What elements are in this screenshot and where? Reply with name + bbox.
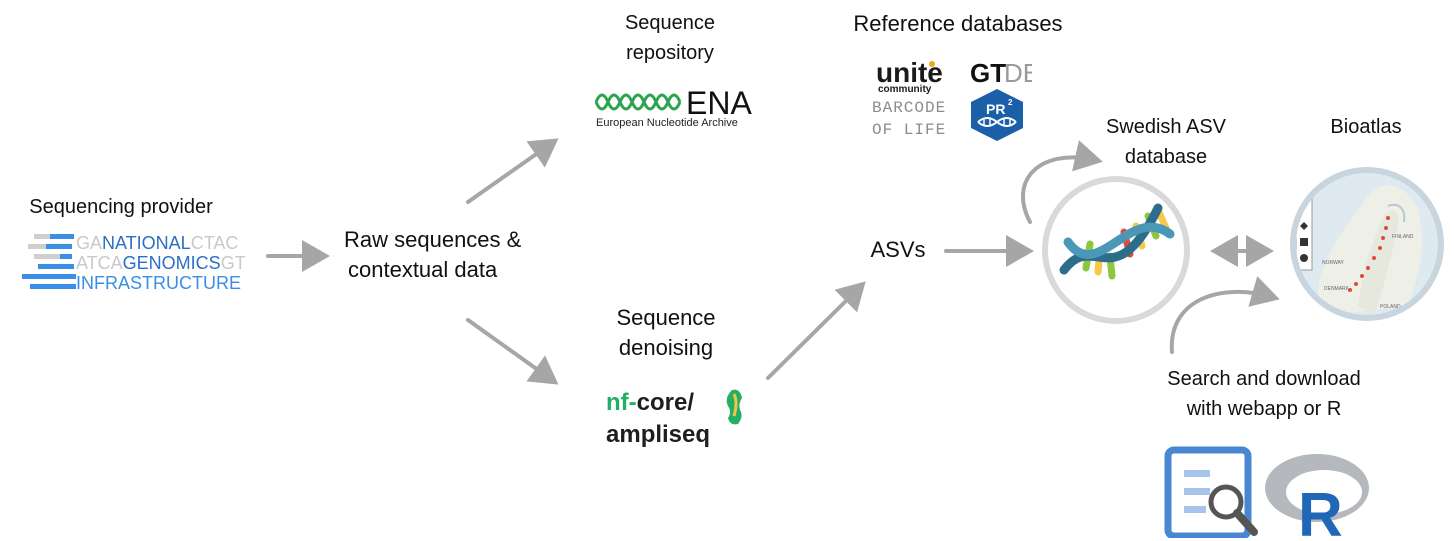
asvs-label: ASVs — [870, 237, 926, 262]
reference-databases-label: Reference databases — [853, 11, 1063, 36]
swedish-asv-label-line2: database — [1124, 146, 1208, 168]
unite-sub: community — [878, 84, 932, 94]
r-letter: R — [1298, 481, 1343, 540]
gtdb-bold: GT — [970, 58, 1006, 88]
ngi-line1-prefix: GA — [76, 233, 102, 253]
arrow-raw-to-ena — [466, 138, 559, 204]
pr2-sup: 2 — [1008, 98, 1013, 107]
svg-text:ATCAGENOMICSGT: ATCAGENOMICSGT — [76, 253, 246, 273]
raw-sequences-label-line2: contextual data — [348, 257, 498, 282]
nfcore-main: core/ — [637, 389, 695, 416]
unite-logo: unite community — [876, 57, 943, 94]
ena-logo: ENA European Nucleotide Archive — [594, 85, 752, 129]
ngi-line3-main: INFRASTRUCTURE — [76, 273, 241, 293]
map-label-poland: POLAND — [1380, 304, 1401, 310]
ngi-logo: GANATIONALCTAC ATCAGENOMICSGT INFRASTRUC… — [22, 233, 246, 293]
ngi-line2-main: GENOMICS — [123, 253, 221, 273]
nfcore-prefix: nf- — [606, 389, 637, 416]
pr2-logo: PR 2 — [971, 89, 1023, 141]
raw-sequences-label-line1: Raw sequences & — [344, 227, 522, 252]
dna-database-icon — [1042, 176, 1190, 324]
ngi-line2-prefix: ATCA — [76, 253, 123, 273]
ngi-line1-main: NATIONAL — [102, 233, 191, 253]
map-label-finland: FINLAND — [1392, 234, 1414, 240]
arrow-raw-to-denoising — [466, 318, 559, 385]
ngi-line2-suffix: GT — [221, 253, 246, 273]
bioatlas-label: Bioatlas — [1330, 116, 1402, 138]
search-download-label-line1: Search and download — [1167, 368, 1361, 390]
pr2-name: PR — [986, 101, 1005, 117]
ena-name: ENA — [686, 85, 752, 121]
svg-text:INFRASTRUCTURE: INFRASTRUCTURE — [76, 273, 241, 293]
sequence-repository-label-line2: repository — [626, 42, 714, 64]
arrow-search-to-bioatlas — [1169, 276, 1280, 354]
webapp-search-icon — [1164, 446, 1258, 538]
nfcore-wordmark: nf-core/ — [606, 389, 694, 416]
nf-core-ampliseq-logo: nf-core/ ampliseq — [606, 389, 742, 448]
apple-core-icon — [726, 389, 742, 425]
arrow-denoising-to-asvs — [766, 281, 866, 380]
sequence-denoising-label-line2: denoising — [618, 335, 714, 360]
arrow-reference-to-db — [1021, 140, 1103, 224]
sequencing-provider-label: Sequencing provider — [29, 196, 213, 218]
map-label-norway: NORWAY — [1322, 260, 1345, 266]
sequence-repository-label-line1: Sequence — [624, 12, 716, 34]
gtdb-logo: GT DB — [970, 58, 1032, 88]
bold-line1: BARCODE — [872, 99, 946, 117]
bioatlas-map-icon: FINLAND NORWAY DENMARK POLAND ✕ — [1290, 167, 1444, 321]
map-label-denmark: DENMARK — [1324, 286, 1350, 292]
search-download-label-line2: with webapp or R — [1186, 398, 1342, 420]
gtdb-light: DB — [1004, 58, 1032, 88]
map-draw-rect-icon — [1300, 238, 1308, 246]
swedish-asv-label-line1: Swedish ASV — [1105, 116, 1227, 138]
barcode-of-life-logo: BARCODE OF LIFE — [872, 99, 946, 138]
sequence-denoising-label-line1: Sequence — [616, 305, 716, 330]
ena-subtitle: European Nucleotide Archive — [596, 117, 738, 129]
svg-text:GANATIONALCTAC: GANATIONALCTAC — [76, 233, 238, 253]
ampliseq-name: ampliseq — [606, 421, 710, 448]
map-draw-circle-icon — [1300, 254, 1308, 262]
ngi-line1-suffix: CTAC — [191, 233, 239, 253]
map-draw-polygon-icon — [1300, 222, 1308, 230]
bold-line2: OF LIFE — [872, 121, 946, 138]
r-logo: R — [1265, 454, 1369, 540]
